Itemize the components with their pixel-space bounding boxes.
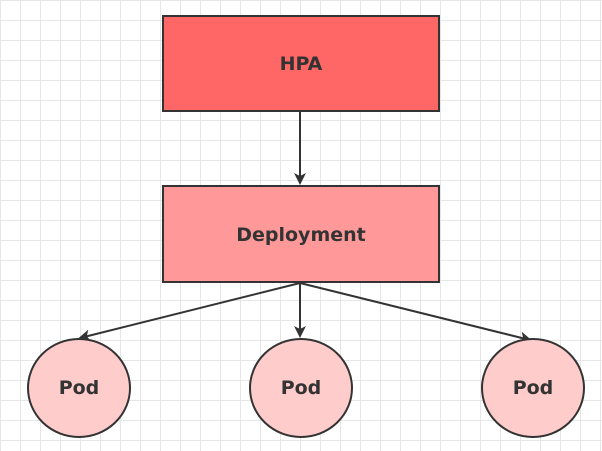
node-pod-1-label: Pod [59, 377, 100, 399]
node-pod-3[interactable]: Pod [481, 338, 585, 438]
node-hpa[interactable]: HPA [162, 15, 440, 112]
node-deployment-label: Deployment [236, 224, 366, 246]
node-hpa-box[interactable] [162, 15, 440, 112]
node-pod-1[interactable]: Pod [27, 338, 131, 438]
node-pod-2-label: Pod [281, 377, 322, 399]
node-deployment-box[interactable] [162, 185, 440, 283]
node-deployment[interactable]: Deployment [162, 185, 440, 283]
node-hpa-label: HPA [280, 53, 323, 75]
node-pod-2[interactable]: Pod [249, 338, 353, 438]
node-pod-1-circle[interactable] [27, 338, 131, 438]
edge-deployment-to-pod-3 [299, 282, 532, 344]
node-pod-3-circle[interactable] [481, 338, 585, 438]
node-pod-2-circle[interactable] [249, 338, 353, 438]
edge-deployment-to-pod-1 [78, 282, 301, 342]
node-pod-3-label: Pod [513, 377, 554, 399]
edges [78, 111, 532, 344]
